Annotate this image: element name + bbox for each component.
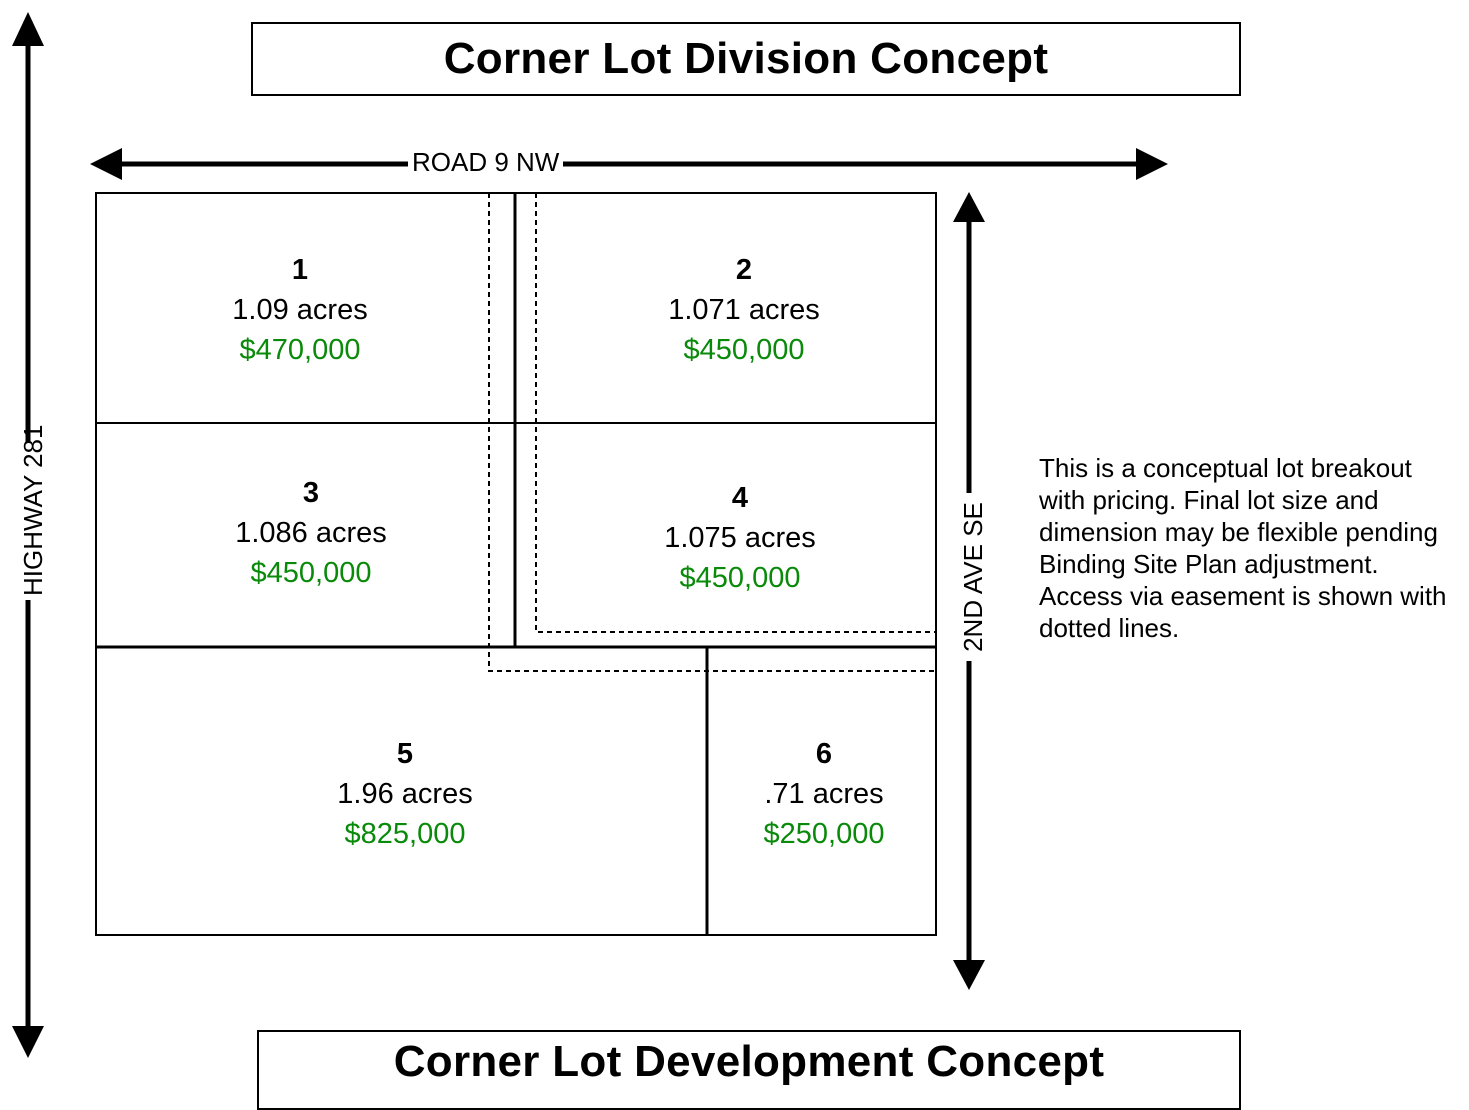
easement-dotted-lines (488, 193, 936, 672)
lot-division-lines (96, 193, 936, 935)
lot-price: $470,000 (239, 334, 361, 366)
lot-price: $450,000 (250, 557, 372, 589)
lot-price: $250,000 (763, 818, 885, 850)
lot-1: 1 1.09 acres $470,000 (232, 250, 367, 370)
road-label-highway-281: HIGHWAY 281 (18, 425, 48, 600)
lot-acreage: .71 acres (764, 778, 884, 810)
diagram-title: Corner Lot Division Concept (251, 22, 1241, 96)
lot-acreage: 1.075 acres (664, 522, 816, 554)
lot-number: 3 (302, 477, 320, 509)
lot-price: $825,000 (344, 818, 466, 850)
lot-number: 2 (735, 254, 753, 286)
lot-5: 5 1.96 acres $825,000 (337, 734, 472, 854)
concept-note: This is a conceptual lot breakout with p… (1039, 453, 1447, 643)
lot-number: 5 (396, 738, 414, 770)
section-title-development: Corner Lot Development Concept (257, 1030, 1241, 1110)
lot-price: $450,000 (683, 334, 805, 366)
road-label-road-9-nw: ROAD 9 NW (408, 147, 564, 177)
lot-6: 6 .71 acres $250,000 (764, 734, 885, 854)
lot-number: 4 (731, 482, 749, 514)
lot-acreage: 1.086 acres (235, 517, 387, 549)
road-top-arrow (90, 148, 1168, 180)
lot-3: 3 1.086 acres $450,000 (235, 473, 387, 593)
lot-price: $450,000 (679, 562, 801, 594)
lot-4: 4 1.075 acres $450,000 (664, 478, 816, 598)
lot-acreage: 1.09 acres (232, 294, 368, 326)
road-label-2nd-ave-se: 2ND AVE SE (958, 493, 988, 661)
lot-acreage: 1.96 acres (337, 778, 473, 810)
lot-number: 6 (815, 738, 833, 770)
lot-number: 1 (291, 254, 309, 286)
lot-2: 2 1.071 acres $450,000 (668, 250, 820, 370)
lot-acreage: 1.071 acres (668, 294, 820, 326)
